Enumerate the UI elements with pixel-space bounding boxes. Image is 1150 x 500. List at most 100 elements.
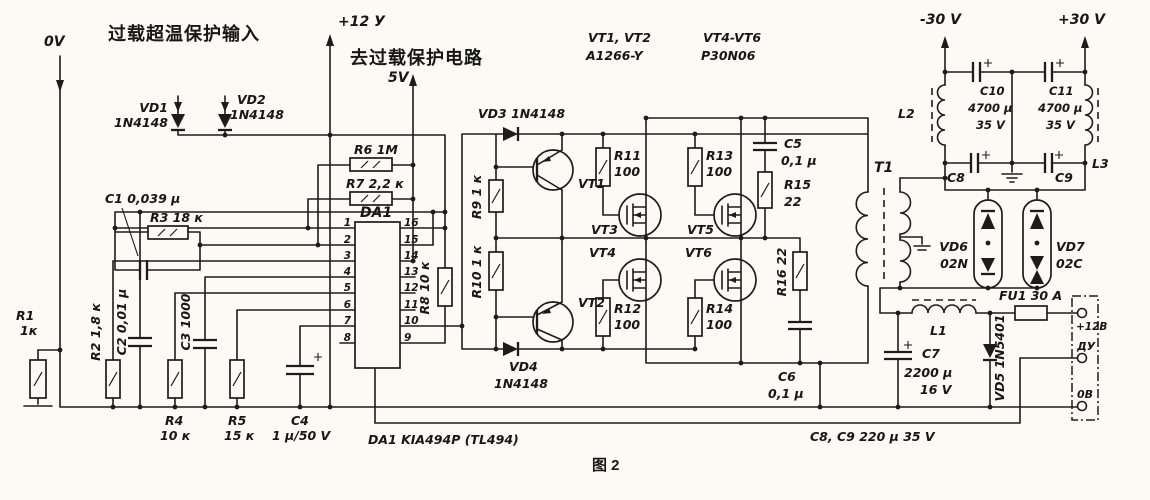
label-vt1: VT1 xyxy=(578,176,605,191)
label-r16: R16 22 xyxy=(774,248,789,297)
label-r10: R10 1 к xyxy=(469,245,484,298)
mosfet-vt5 xyxy=(713,193,757,237)
capacitor-plates xyxy=(128,62,1054,376)
label-r8: R8 10 к xyxy=(417,261,432,314)
diode-vd5 xyxy=(983,344,997,362)
label-c6-val: 0,1 μ xyxy=(768,386,804,401)
label-r14-ref: R14 xyxy=(706,301,733,316)
da1-pin-15: 15 xyxy=(404,234,419,246)
label-c11-val: 4700 μ xyxy=(1037,101,1082,115)
label-minus30: -30 V xyxy=(920,12,962,28)
label-r15-ref: R15 xyxy=(784,177,811,192)
label-c2: C2 0,01 μ xyxy=(114,289,129,356)
label-r7: R7 2,2 к xyxy=(346,176,404,191)
label-r4-val: 10 к xyxy=(160,428,191,443)
label-r13-ref: R13 xyxy=(706,148,733,163)
label-vd7-val: 02C xyxy=(1056,256,1083,271)
label-vd3: VD3 1N4148 xyxy=(478,106,565,121)
label-vt2: VT2 xyxy=(578,295,605,310)
flow-arrows xyxy=(56,34,1089,112)
transistor-vt1 xyxy=(532,149,574,191)
label-c5-val: 0,1 μ xyxy=(781,153,817,168)
inductor-l3 xyxy=(1084,84,1099,146)
label-r5-ref: R5 xyxy=(228,413,247,428)
da1-pin-5: 5 xyxy=(344,282,351,294)
mosfet-vt3 xyxy=(618,193,662,237)
terminal-plus12 xyxy=(1076,307,1088,319)
label-c4-ref: C4 xyxy=(291,413,309,428)
inductor-l1 xyxy=(911,299,977,314)
da1-pin-8: 8 xyxy=(344,332,351,344)
label-r6: R6 1M xyxy=(354,142,398,157)
label-t1: T1 xyxy=(874,160,893,176)
da1-pin-2: 2 xyxy=(344,234,351,246)
label-vd1-ref: VD1 xyxy=(139,100,168,115)
diode-vd1 xyxy=(171,114,185,132)
label-terminal-plus12: +12В xyxy=(1076,321,1107,333)
da1-pin-10: 10 xyxy=(404,315,419,327)
label-r4-ref: R4 xyxy=(165,413,183,428)
diode-vd4 xyxy=(503,342,520,356)
resistor-bodies xyxy=(29,147,808,399)
label-r15-val: 22 xyxy=(784,194,801,209)
label-vd2-val: 1N4148 xyxy=(230,107,284,122)
da1-pin-1: 1 xyxy=(344,217,351,229)
label-r12-val: 100 xyxy=(614,317,640,332)
label-l1: L1 xyxy=(930,323,947,338)
label-terminal-du: ДУ xyxy=(1076,340,1096,353)
label-c7-ref: C7 xyxy=(922,346,940,361)
label-vt5: VT5 xyxy=(687,222,714,237)
label-c6-ref: C6 xyxy=(778,369,796,384)
c1-leader-line xyxy=(121,207,139,257)
da1-pin-7: 7 xyxy=(344,315,352,327)
label-plus12: +12 У xyxy=(338,14,386,30)
label-r1-val: 1к xyxy=(20,323,38,338)
da1-pin-11: 11 xyxy=(404,299,419,311)
junction-dots xyxy=(57,69,1088,410)
label-plus30: +30 V xyxy=(1058,12,1106,28)
label-c11-ref: C11 xyxy=(1049,84,1073,98)
label-c9: C9 xyxy=(1055,170,1073,185)
label-c8c9-note: C8, C9 220 μ 35 V xyxy=(810,429,936,444)
label-vd2-ref: VD2 xyxy=(237,92,266,107)
label-c1: C1 0,039 μ xyxy=(105,191,180,206)
label-vt46-type: P30N06 xyxy=(701,48,756,63)
da1-pin-13: 13 xyxy=(404,266,419,278)
label-l2: L2 xyxy=(898,106,915,121)
label-terminal-0v: 0В xyxy=(1077,388,1093,401)
inductor-l2 xyxy=(931,84,946,146)
label-vd4-ref: VD4 xyxy=(509,359,538,374)
terminal-du xyxy=(1076,352,1088,364)
label-vt3: VT3 xyxy=(591,222,618,237)
label-c7-v2: 16 V xyxy=(920,382,953,397)
terminal-block xyxy=(1071,295,1099,421)
label-vd5: VD5 1N5401 xyxy=(992,314,1007,401)
label-c10-ref: C10 xyxy=(980,84,1004,98)
label-r2: R2 1,8 к xyxy=(88,303,103,361)
label-fu1: FU1 30 A xyxy=(999,288,1062,303)
label-0v: 0V xyxy=(44,34,66,50)
label-vt12-refs: VT1, VT2 xyxy=(588,30,651,45)
label-r13-val: 100 xyxy=(706,164,732,179)
label-c11-v2: 35 V xyxy=(1046,118,1076,132)
label-l3: L3 xyxy=(1092,156,1109,171)
label-c10-val: 4700 μ xyxy=(967,101,1012,115)
ic-da1 xyxy=(354,221,401,369)
label-r11-val: 100 xyxy=(614,164,640,179)
label-c3: C3 1000 xyxy=(178,293,193,350)
label-c10-v2: 35 V xyxy=(976,118,1006,132)
terminal-0v xyxy=(1076,400,1088,412)
label-vd7-ref: VD7 xyxy=(1056,239,1085,254)
polarity-plus-signs xyxy=(314,59,1064,361)
label-vd1-val: 1N4148 xyxy=(114,115,168,130)
da1-pin-14: 14 xyxy=(404,250,419,262)
label-vt12-type: A1266-Y xyxy=(585,48,645,63)
label-r14-val: 100 xyxy=(706,317,732,332)
transformer-t1 xyxy=(855,188,912,287)
label-c5-ref: C5 xyxy=(784,136,802,151)
da1-pin-3: 3 xyxy=(344,250,351,262)
mosfet-vt4 xyxy=(618,258,662,302)
label-r9: R9 1 к xyxy=(469,174,484,219)
